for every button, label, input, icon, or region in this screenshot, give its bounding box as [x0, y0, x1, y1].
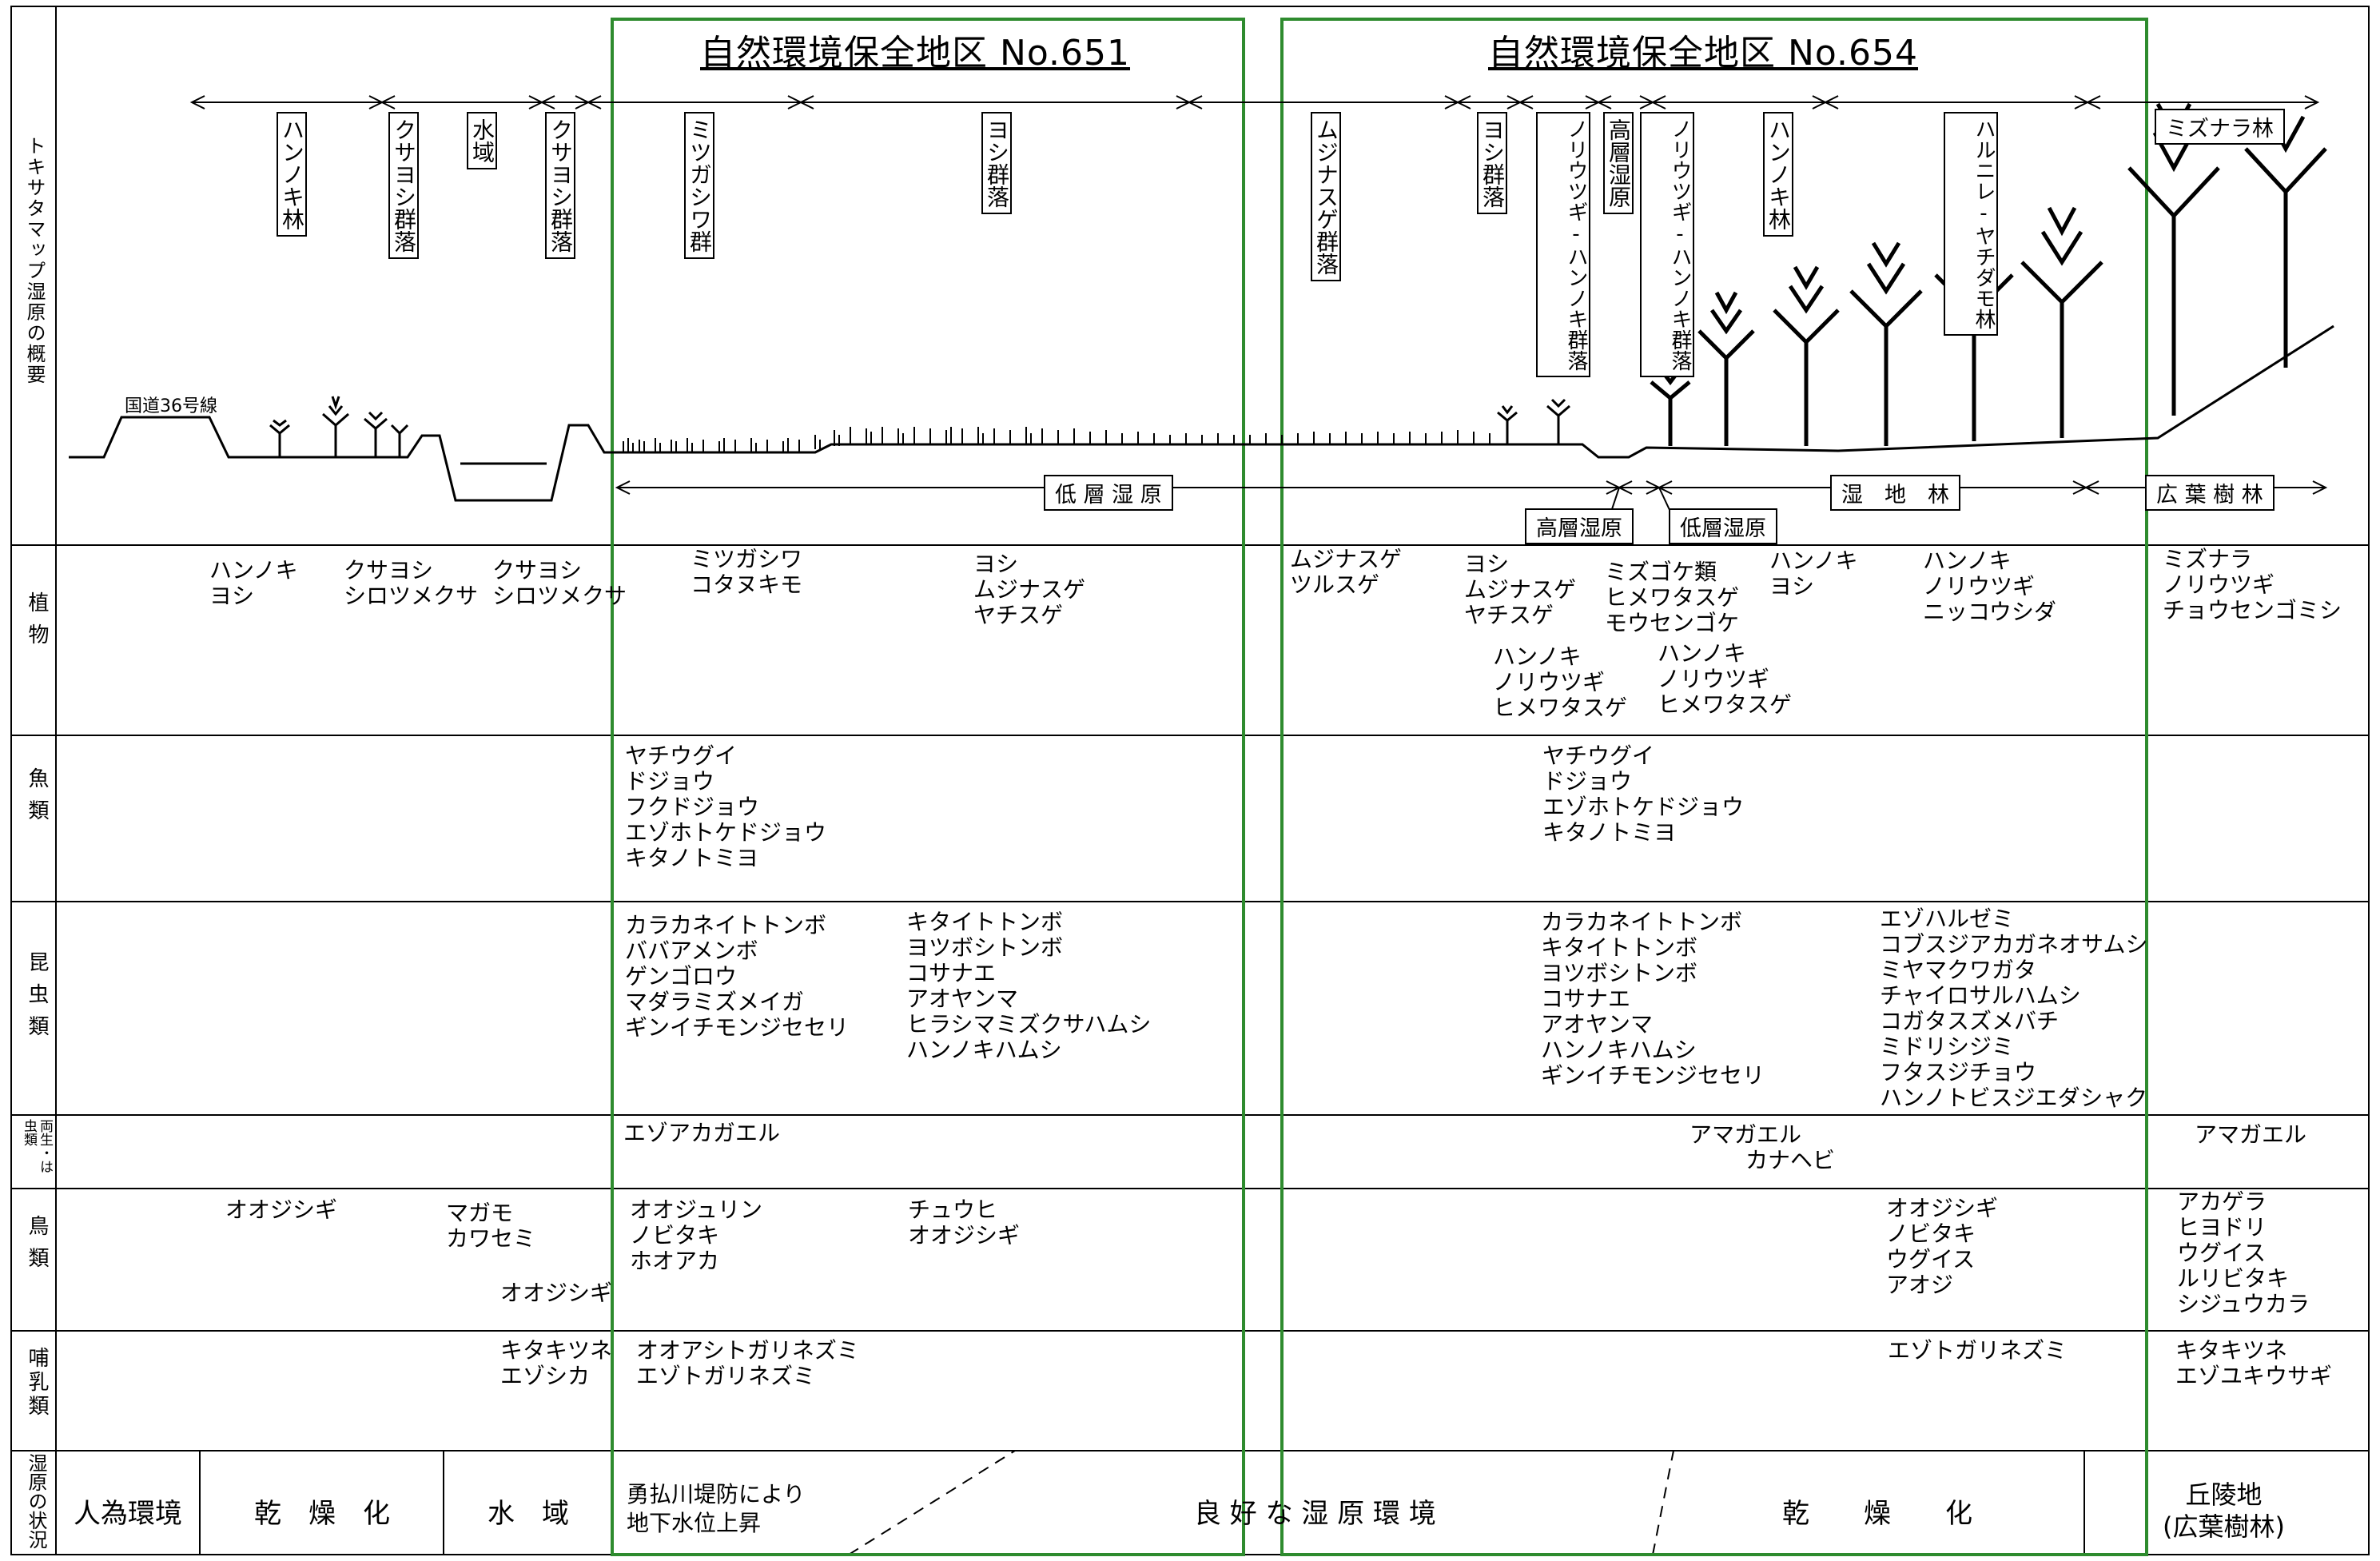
status-artificial: 人為環境 [74, 1491, 182, 1531]
plants-cell: ハンノキ ノリウツギ ヒメワタスゲ [1658, 641, 1792, 718]
plants-cell: ハンノキ ノリウツギ ニッコウシダ [1923, 548, 2056, 625]
fish-cell: ヤチウグイ ドジョウ フクドジョウ エゾホトケドジョウ キタノトミヨ [625, 743, 826, 871]
community-label: 水域 [467, 112, 497, 169]
row-label-plants: 植物 [22, 591, 52, 655]
birds-cell: オオジシギ [225, 1197, 337, 1223]
community-label: クサヨシ群落 [388, 112, 419, 259]
amphibians-cell: カナヘビ [1745, 1148, 1835, 1173]
amphibians-cell: アマガエル [2195, 1122, 2306, 1148]
plants-cell: ハンノキ ヨシ [1769, 548, 1858, 599]
status-water: 水 域 [488, 1491, 569, 1531]
plants-cell: ミズナラ ノリウツギ チョウセンゴミシ [2163, 547, 2342, 623]
row-label-mammals: 哺乳類 [22, 1347, 52, 1419]
birds-cell: マガモ カワセミ [446, 1201, 535, 1252]
insects-cell: キタイトトンボ ヨツボシトンボ コサナエ アオヤンマ ヒラシマミズクサハムシ ハ… [906, 910, 1151, 1063]
status-dry-2: 乾 燥 化 [1782, 1491, 1972, 1531]
birds-cell: オオジュリン ノビタキ ホオアカ [630, 1197, 762, 1274]
zone-label-high-moor: 高層湿原 [1525, 508, 1634, 544]
community-label: ミツガシワ群 [684, 112, 714, 259]
community-label: ムジナスゲ群落 [1311, 112, 1341, 281]
community-label: クサヨシ群落 [545, 112, 575, 259]
plants-cell: ハンノキ ヨシ [209, 558, 298, 609]
fish-cell: ヤチウグイ ドジョウ エゾホトケドジョウ キタノトミヨ [1542, 743, 1744, 846]
plants-cell: ヨシ ムジナスゲ ヤチスゲ [973, 552, 1085, 628]
mammals-cell: エゾトガリネズミ [1888, 1338, 2067, 1364]
community-label: 高層湿原 [1603, 112, 1634, 214]
zone-label-low-moor-2: 低層湿原 [1669, 508, 1777, 544]
overview-header: トキサタマップ湿原の概要 [22, 136, 46, 385]
community-label: ハンノキ林 [1763, 112, 1793, 237]
birds-cell: オオジシギ [500, 1280, 612, 1306]
zone-654-title: 自然環境保全地区 No.654 [1488, 24, 1918, 75]
birds-cell: オオジシギ ノビタキ ウグイス アオジ [1886, 1196, 1998, 1298]
community-label: ノリウツギ-ハンノキ群落 [1536, 112, 1590, 377]
mammals-cell: オオアシトガリネズミ エゾトガリネズミ [636, 1338, 859, 1389]
status-good: 良 好 な 湿 原 環 境 [1194, 1491, 1436, 1531]
community-label: ハルニレ-ヤチダモ林 [1944, 112, 1998, 336]
birds-cell: チュウヒ オオジシギ [908, 1197, 1020, 1248]
zone-label-low-moor: 低 層 湿 原 [1044, 475, 1173, 511]
row-label-birds: 鳥類 [22, 1215, 52, 1279]
community-label: ミズナラ林 [2155, 109, 2285, 145]
birds-cell: アカゲラ ヒヨドリ ウグイス ルリビタキ シジュウカラ [2177, 1189, 2310, 1317]
plants-cell: ミツガシワ コタヌキモ [691, 547, 802, 598]
plants-cell: クサヨシ シロツメクサ [344, 558, 478, 609]
amphibians-cell: アマガエル [1689, 1122, 1801, 1148]
community-label: ヨシ群落 [981, 112, 1012, 214]
insects-cell: カラカネイトトンボ キタイトトンボ ヨツボシトンボ コサナエ アオヤンマ ハンノ… [1541, 910, 1765, 1089]
row-label-amphibians: 両生・は虫類 [14, 1119, 53, 1185]
amphibians-cell: エゾアカガエル [623, 1121, 780, 1146]
plants-cell: ヨシ ムジナスゲ ヤチスゲ [1464, 552, 1576, 628]
plants-cell: ムジナスゲ ツルスゲ [1290, 547, 1402, 598]
plants-cell: ミズゴケ類 ヒメワタスゲ モウセンゴケ [1605, 559, 1739, 636]
zone-label-broadleaf: 広 葉 樹 林 [2145, 475, 2275, 511]
community-label: ハンノキ林 [277, 112, 307, 237]
insects-cell: カラカネイトトンボ ババアメンボ ゲンゴロウ マダラミズメイガ ギンイチモンジセ… [625, 913, 849, 1041]
row-label-insects: 昆虫類 [22, 951, 52, 1047]
row-label-status: 湿原の状況 [22, 1453, 50, 1549]
row-label-fish: 魚類 [22, 767, 52, 831]
mammals-cell: キタキツネ エゾユキウサギ [2175, 1338, 2332, 1389]
status-hill: 丘陵地 (広葉樹林) [2163, 1479, 2285, 1543]
status-dry-1: 乾 燥 化 [254, 1491, 390, 1531]
status-levee: 勇払川堤防により 地下水位上昇 [627, 1480, 805, 1538]
plants-cell: クサヨシ シロツメクサ [492, 558, 627, 609]
zone-651-title: 自然環境保全地区 No.651 [700, 24, 1130, 75]
road-label: 国道36号線 [125, 392, 217, 417]
community-label: ノリウツギ-ハンノキ群落 [1640, 112, 1694, 377]
community-label: ヨシ群落 [1477, 112, 1507, 214]
zone-label-wet-forest: 湿 地 林 [1830, 475, 1960, 511]
mammals-cell: キタキツネ エゾシカ [500, 1338, 612, 1389]
plants-cell: ハンノキ ノリウツギ ヒメワタスゲ [1493, 644, 1627, 721]
insects-cell: エゾハルゼミ コブスジアカガネオサムシ ミヤマクワガタ チャイロサルハムシ コガ… [1880, 906, 2147, 1111]
